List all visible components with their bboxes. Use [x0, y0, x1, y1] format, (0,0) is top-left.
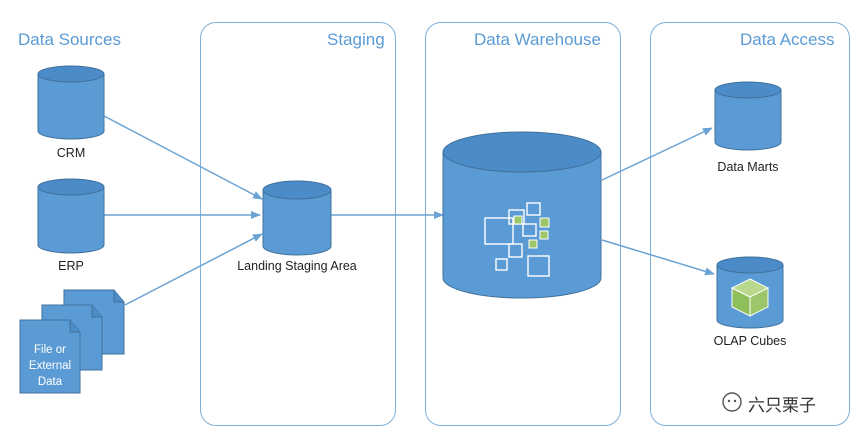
data-warehouse-panel — [425, 22, 621, 426]
crm-cylinder-icon — [37, 65, 105, 140]
warehouse-green-squares — [513, 215, 550, 249]
data-marts-label: Data Marts — [717, 160, 779, 174]
arrow-file-to-staging — [124, 233, 263, 306]
section-title-data-sources: Data Sources — [18, 30, 121, 49]
staging-panel — [200, 22, 396, 426]
arrow-crm-to-staging — [103, 115, 263, 200]
landing-staging-label: Landing Staging Area — [237, 259, 357, 273]
section-title-data-warehouse: Data Warehouse — [474, 30, 601, 49]
data-warehouse-cylinder-icon — [442, 131, 602, 299]
landing-staging-cylinder-icon — [262, 180, 332, 256]
warehouse-squares-pattern — [484, 202, 550, 277]
data-access-panel — [650, 22, 850, 426]
arrow-warehouse-to-datamarts — [601, 127, 713, 181]
file-documents-icon — [19, 289, 125, 394]
file-external-data-label: File or External Data — [20, 342, 80, 390]
flow-arrows — [103, 115, 715, 306]
arrow-warehouse-to-olap — [601, 239, 715, 276]
file-label-line1: File or — [34, 344, 66, 356]
olap-cubes-label: OLAP Cubes — [713, 334, 787, 348]
erp-cylinder-icon — [37, 178, 105, 254]
watermark-text: 六只栗子 — [748, 396, 816, 416]
wechat-icon — [722, 392, 742, 412]
data-marts-cylinder-icon — [714, 81, 782, 151]
olap-cubes-cylinder-icon — [716, 256, 784, 329]
crm-label: CRM — [56, 146, 86, 160]
section-title-staging: Staging — [327, 30, 385, 49]
file-label-line2: External — [28, 360, 72, 372]
olap-cube-icon — [730, 278, 770, 317]
file-label-line3: Data — [37, 376, 63, 388]
section-title-data-access: Data Access — [740, 30, 835, 49]
erp-label: ERP — [58, 259, 84, 273]
